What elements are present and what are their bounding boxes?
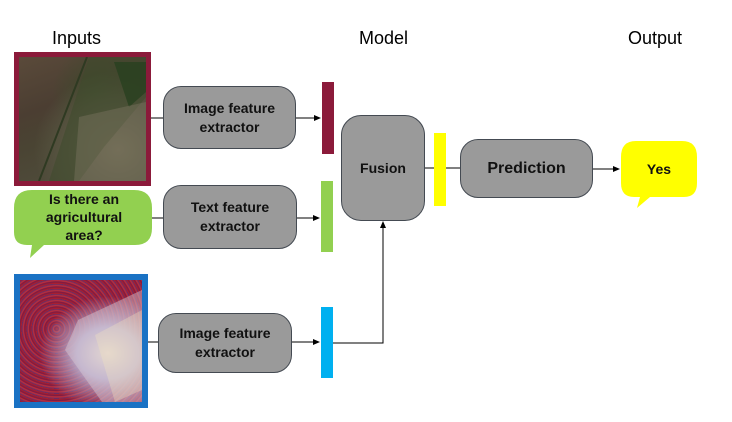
image-feature-bar-bottom [321,307,333,378]
sar-image [20,280,142,402]
optical-image-frame [14,52,151,186]
image-feature-bar-top [322,82,334,154]
optical-image-field-pattern [38,57,146,181]
arrowhead [314,115,321,121]
arrow [333,226,384,344]
text-feature-extractor: Text feature extractor [163,185,297,249]
fusion-box: Fusion [341,115,425,221]
arrowhead [313,339,320,345]
output-header: Output [628,28,683,48]
inputs-header: Inputs [52,28,102,48]
arrowhead [313,215,320,221]
question-bubble-icon [14,190,152,258]
image-feature-extractor-bottom: Image feature extractor [158,313,292,373]
answer-text: Yes [646,161,672,177]
image-feature-extractor-top: Image feature extractor [163,86,296,149]
prediction-box: Prediction [460,139,593,198]
question-text: Is there an agricultural area? [45,191,123,243]
sar-image-texture [65,290,142,402]
answer-bubble-icon [621,141,697,208]
arrowhead [380,221,386,228]
model-header: Model [359,28,409,48]
fusion-feature-bar [434,133,446,206]
optical-image [19,57,146,181]
text-feature-bar [321,181,333,252]
arrowhead [613,166,620,172]
sar-image-frame [14,274,148,408]
